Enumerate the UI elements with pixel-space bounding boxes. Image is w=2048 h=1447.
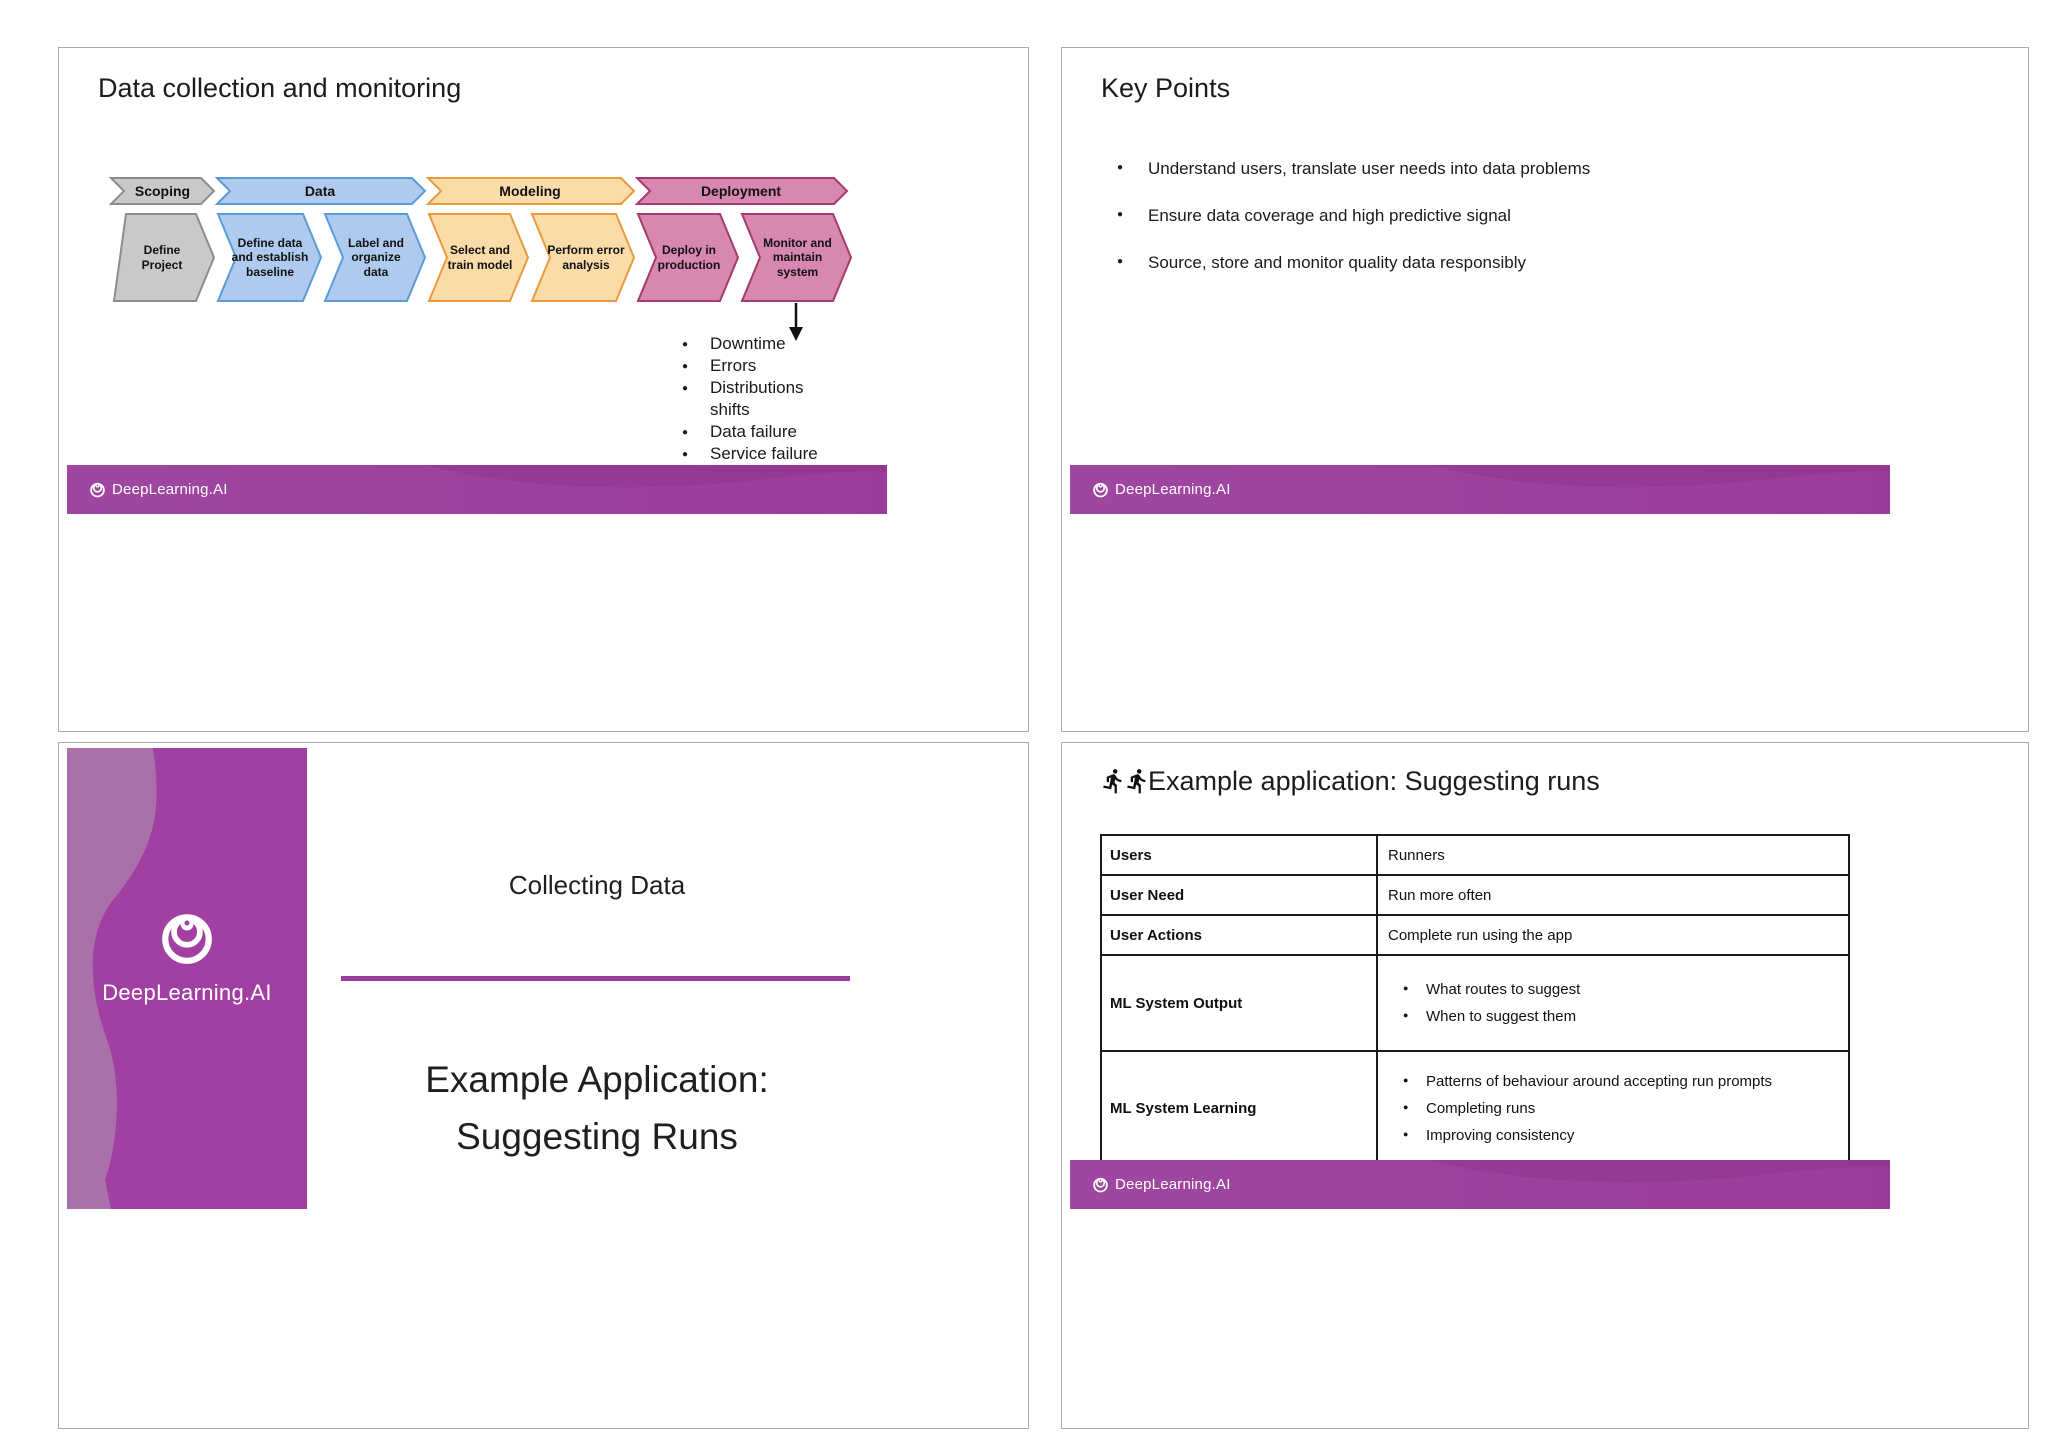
- table-row-label: User Need: [1100, 874, 1378, 916]
- brand-text: DeepLearning.AI: [102, 980, 272, 1005]
- step-label-define-data: Define data and establish baseline: [231, 236, 309, 279]
- step-chevron-select-train: [427, 213, 530, 302]
- footer-banner: DeepLearning.AI: [1070, 465, 1890, 514]
- phase-label-scoping: Scoping: [134, 183, 191, 199]
- step-label-select-train: Select and train model: [447, 243, 513, 272]
- phase-label-deployment: Deployment: [700, 183, 782, 199]
- runner-icon: [1103, 769, 1122, 794]
- ml-lifecycle-diagram: [108, 177, 853, 341]
- step-chevron-deploy: [636, 213, 740, 302]
- runner-icon: [1127, 769, 1146, 794]
- step-label-label-organize: Label and organize data: [347, 236, 404, 279]
- step-chevron-define-data: [216, 213, 323, 302]
- sidebar-background: [67, 748, 307, 1209]
- list-item: Source, store and monitor quality data r…: [1117, 253, 1827, 273]
- table-row: Users Runners: [1100, 834, 1850, 876]
- key-points-list: Understand users, translate user needs i…: [1117, 159, 1827, 300]
- deeplearning-logo-icon: [90, 482, 105, 498]
- phase-label-modeling: Modeling: [499, 183, 561, 199]
- brand-sidebar: DeepLearning.AI: [67, 748, 307, 1209]
- list-item: What routes to suggest: [1403, 981, 1847, 998]
- step-chevron-error-analysis: [530, 213, 636, 302]
- deeplearning-logo-icon: [1093, 482, 1108, 498]
- lesson-title: Example Application: Suggesting Runs: [307, 1051, 887, 1165]
- banner-background: [67, 465, 887, 514]
- lesson-title-line1: Example Application:: [425, 1059, 769, 1100]
- table-row-label: ML System Learning: [1100, 1050, 1378, 1166]
- table-row: ML System Learning Patterns of behaviour…: [1100, 1050, 1850, 1166]
- list-item: Understand users, translate user needs i…: [1117, 159, 1827, 179]
- step-label-error-analysis: Perform error analysis: [547, 243, 625, 272]
- brand-text: DeepLearning.AI: [112, 481, 228, 498]
- table-row-label: ML System Output: [1100, 954, 1378, 1052]
- table-row: User Actions Complete run using the app: [1100, 914, 1850, 956]
- banner-background: [1070, 465, 1890, 514]
- step-label-deploy: Deploy in production: [657, 243, 721, 272]
- lesson-title-line2: Suggesting Runs: [456, 1116, 738, 1157]
- slide-title-row: Example application: Suggesting runs: [1100, 764, 1600, 798]
- step-chevron-label-organize: [323, 213, 427, 302]
- footer-banner: DeepLearning.AI: [67, 465, 887, 514]
- table-bullet-list: What routes to suggest When to suggest t…: [1379, 981, 1847, 1025]
- list-item: Improving consistency: [1403, 1127, 1847, 1144]
- table-row-label: User Actions: [1100, 914, 1378, 956]
- slide-data-collection: Data collection and monitoring Scoping D…: [67, 53, 887, 514]
- title-divider: [341, 976, 850, 981]
- phase-chevron-data: [214, 177, 427, 205]
- step-chevron-monitor: [740, 213, 853, 302]
- phase-chevron-deployment: [634, 177, 849, 205]
- list-item: Errors: [679, 355, 821, 378]
- slide-card-example-application: Example application: Suggesting runs Use…: [1061, 742, 2029, 1429]
- table-row-label: Users: [1100, 834, 1378, 876]
- slide-key-points: Key Points Understand users, translate u…: [1070, 53, 1890, 514]
- monitor-issues-list: Downtime Errors Distributions shifts Dat…: [679, 333, 821, 466]
- phase-chevron-scoping: [108, 177, 216, 205]
- list-item: Ensure data coverage and high predictive…: [1117, 206, 1827, 226]
- list-item: When to suggest them: [1403, 1008, 1847, 1025]
- list-item: Patterns of behaviour around accepting r…: [1403, 1073, 1847, 1090]
- example-application-table: Users Runners User Need Run more often U…: [1100, 834, 1850, 1166]
- table-row-value: Complete run using the app: [1376, 914, 1850, 956]
- slide-card-data-collection: Data collection and monitoring Scoping D…: [58, 47, 1029, 732]
- list-item: Downtime: [679, 333, 821, 356]
- table-row: ML System Output What routes to suggest …: [1100, 954, 1850, 1052]
- slide-title: Key Points: [1101, 73, 1231, 103]
- table-row-value: Run more often: [1376, 874, 1850, 916]
- table-row-value: Runners: [1376, 834, 1850, 876]
- list-item: Service failure: [679, 443, 821, 466]
- deeplearning-logo-icon: [1093, 1177, 1108, 1193]
- footer-banner: DeepLearning.AI: [1070, 1160, 1890, 1209]
- brand-text: DeepLearning.AI: [1115, 481, 1231, 498]
- table-bullet-list: Patterns of behaviour around accepting r…: [1379, 1073, 1847, 1144]
- step-chevron-define-project: [112, 213, 216, 302]
- list-item: Completing runs: [1403, 1100, 1847, 1117]
- slide-card-key-points: Key Points Understand users, translate u…: [1061, 47, 2029, 732]
- phase-chevron-modeling: [425, 177, 636, 205]
- slide-title: Data collection and monitoring: [98, 73, 462, 103]
- banner-background: [1070, 1160, 1890, 1209]
- step-label-monitor: Monitor and maintain system: [763, 236, 832, 279]
- list-item: Distributions shifts: [679, 377, 821, 421]
- phase-label-data: Data: [304, 183, 336, 199]
- slide-title: Example application: Suggesting runs: [1148, 765, 1600, 796]
- brand-text: DeepLearning.AI: [1115, 1176, 1231, 1193]
- step-label-define-project: Define Project: [141, 243, 183, 272]
- list-item: Data failure: [679, 421, 821, 444]
- slide-card-collecting-data: DeepLearning.AI Collecting Data Example …: [58, 742, 1029, 1429]
- lesson-subtitle: Collecting Data: [508, 870, 686, 900]
- slide-example-application: Example application: Suggesting runs Use…: [1070, 748, 1890, 1209]
- deeplearning-logo-icon: [158, 908, 216, 971]
- table-row: User Need Run more often: [1100, 874, 1850, 916]
- slide-collecting-data-title: DeepLearning.AI Collecting Data Example …: [67, 748, 887, 1209]
